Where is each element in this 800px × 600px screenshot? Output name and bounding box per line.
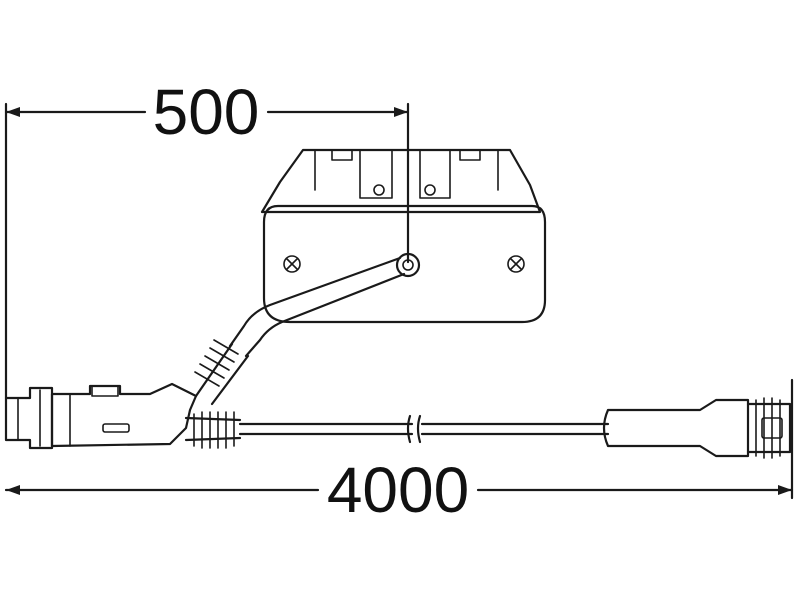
cable-break-marks — [406, 414, 422, 444]
strain-relief-sleeve — [194, 342, 250, 406]
bracket-slot-right — [419, 149, 499, 199]
connector-sleeve-right — [602, 398, 750, 458]
lamp-lens-body — [262, 204, 547, 324]
dimension-500: 500 — [4, 76, 410, 264]
screw-right — [507, 255, 525, 273]
bracket-slot-left — [314, 149, 393, 199]
dimension-4000: 4000 — [4, 454, 794, 526]
plug-end-left — [4, 386, 54, 450]
cable-to-lamp — [194, 256, 406, 406]
cable-grommet-inner — [402, 259, 414, 271]
arrowhead-left — [6, 107, 20, 117]
plug-pin-housing — [761, 417, 783, 439]
lamp-housing — [260, 148, 547, 324]
strain-relief-ribs — [194, 339, 239, 387]
arrowhead-left — [6, 485, 20, 495]
long-cable — [184, 397, 792, 459]
connector-junction — [4, 382, 198, 450]
cable-strain-relief — [184, 416, 242, 442]
cable-strain-relief-ribs — [193, 411, 235, 449]
junction-body — [50, 382, 198, 448]
junction-clip — [91, 385, 119, 397]
plug-end-right — [746, 402, 792, 454]
mounting-bracket — [260, 148, 542, 214]
dimension-label-4000: 4000 — [327, 454, 469, 526]
screw-left — [283, 255, 301, 273]
arrowhead-right — [394, 107, 408, 117]
bracket-hole-left — [373, 184, 385, 196]
bracket-hole-right — [424, 184, 436, 196]
plug-ribs-right — [755, 397, 781, 459]
cable-grommet — [395, 252, 421, 278]
junction-label-slot — [102, 423, 130, 433]
dimension-label-500: 500 — [153, 76, 260, 148]
arrowhead-right — [778, 485, 792, 495]
